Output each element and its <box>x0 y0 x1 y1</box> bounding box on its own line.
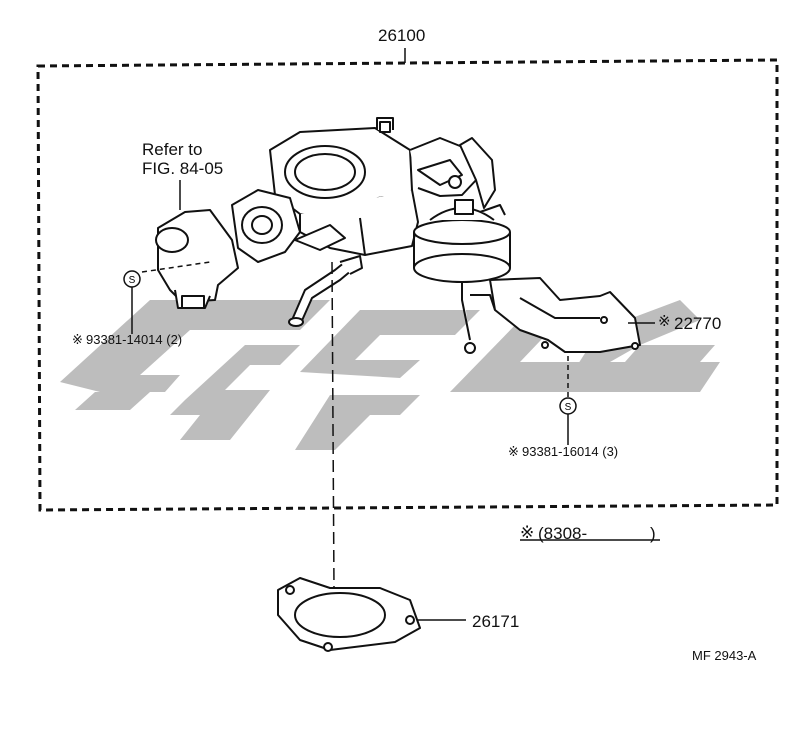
assembly-boundary <box>36 58 779 512</box>
s-symbol-right: S <box>559 397 577 415</box>
watermark-logo <box>60 300 720 450</box>
gasket-drawing <box>277 577 421 652</box>
throttle-body-drawing <box>231 117 641 354</box>
bolt-left-part-number: 93381-14014 (2) <box>86 332 183 347</box>
figure-code: MF 2943-A <box>692 648 757 663</box>
switch-component-drawing <box>155 209 239 309</box>
bolt-left-mark: ※ <box>72 332 83 347</box>
date-code: (8308- <box>538 524 588 543</box>
svg-text:S: S <box>565 402 572 413</box>
date-code-mark: ※ <box>520 523 535 542</box>
assembly-part-number: 26100 <box>378 26 426 45</box>
bracket-mark: ※ <box>658 313 671 330</box>
bolt-right-mark: ※ <box>508 444 519 459</box>
leader-lines <box>131 180 660 621</box>
svg-text:S: S <box>129 275 136 286</box>
refer-to-label: Refer to <box>142 140 203 159</box>
bolt-right-part-number: 93381-16014 (3) <box>522 444 619 459</box>
bracket-part-number: 22770 <box>674 314 722 333</box>
refer-figure-label: FIG. 84-05 <box>142 159 224 178</box>
gasket-part-number: 26171 <box>472 612 520 631</box>
date-code-close: ) <box>650 524 656 543</box>
s-symbol-left: S <box>123 270 141 288</box>
